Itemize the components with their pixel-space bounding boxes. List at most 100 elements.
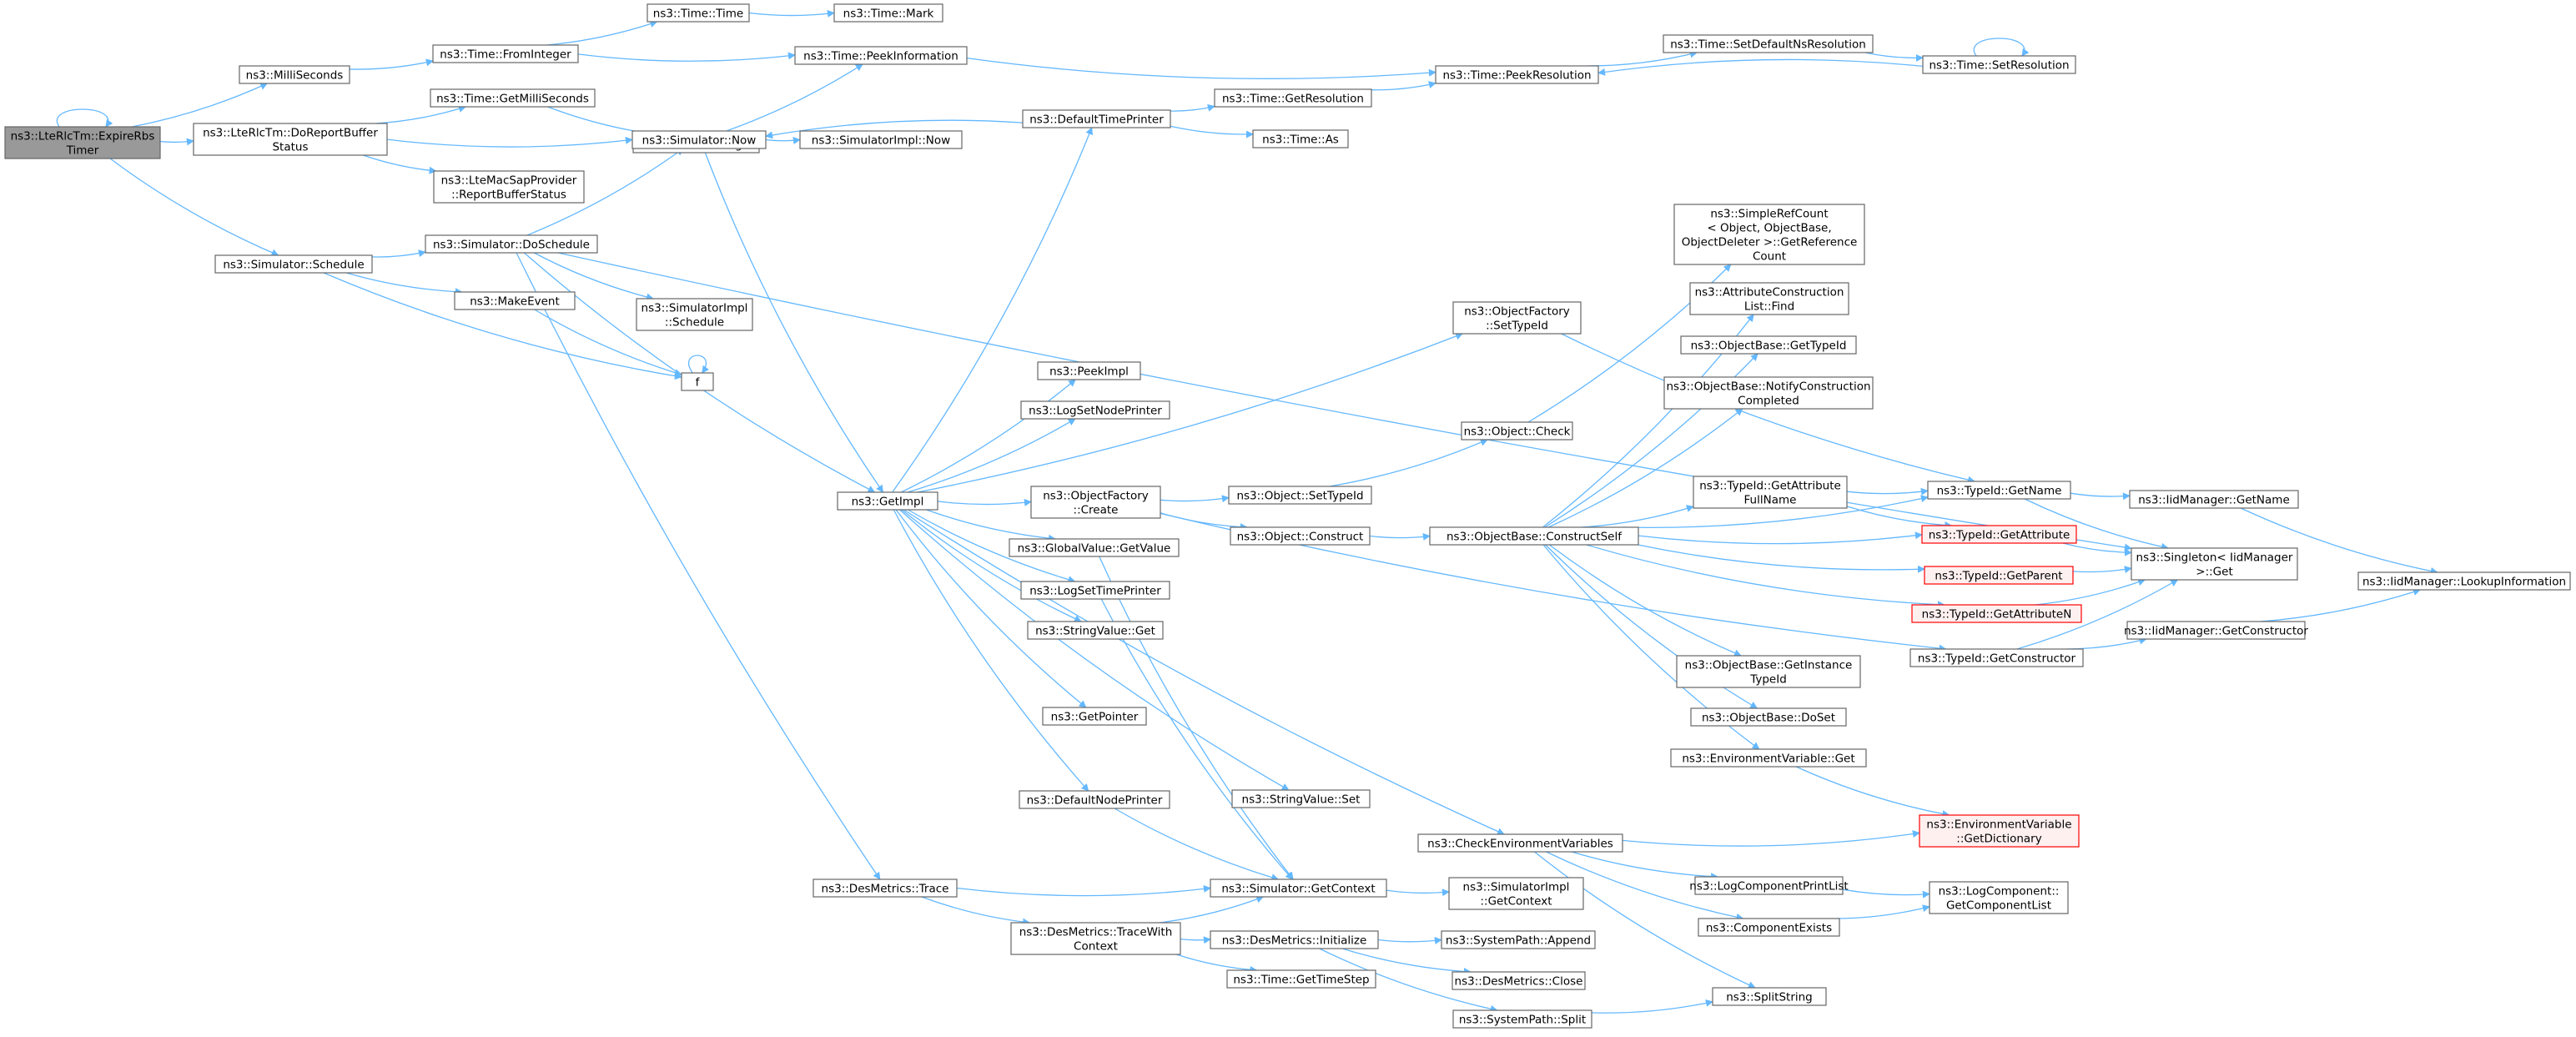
node-label-logsetnode-line-0: ns3::LogSetNodePrinter [1029,405,1162,418]
node-envgetdict[interactable]: ns3::EnvironmentVariable::GetDictionary [1919,814,2080,848]
node-millisec[interactable]: ns3::MilliSeconds [239,65,350,84]
node-simimplnow[interactable]: ns3::SimulatorImpl::Now [799,130,963,149]
node-logcompgetlist[interactable]: ns3::LogComponent::GetComponentList [1929,881,2069,914]
call-edge-setres-to-peekres [1597,58,1924,76]
node-getpointer[interactable]: ns3::GetPointer [1042,707,1147,726]
node-schedule[interactable]: ns3::Simulator::Schedule [214,254,373,274]
node-objsettypeid[interactable]: ns3::Object::SetTypeId [1228,486,1372,505]
node-obnotify[interactable]: ns3::ObjectBase::NotifyConstructionCompl… [1663,376,1874,410]
node-logcompprint[interactable]: ns3::LogComponentPrintList [1689,876,1849,895]
node-label-ofcreate-line-1: ::Create [1074,504,1119,517]
node-defnodeprinter[interactable]: ns3::DefaultNodePrinter [1019,790,1170,809]
node-label-ofcreate-line-0: ns3::ObjectFactory [1043,490,1149,503]
node-box-iidgetname [2129,490,2299,509]
node-compexists[interactable]: ns3::ComponentExists [1698,918,1840,937]
node-simimplgetctx[interactable]: ns3::SimulatorImpl::GetContext [1448,877,1584,910]
node-ofcreate[interactable]: ns3::ObjectFactory::Create [1030,486,1161,519]
node-getimpl[interactable]: ns3::GetImpl [837,491,938,511]
node-simgetctx[interactable]: ns3::Simulator::GetContext [1210,878,1387,898]
node-getmilli[interactable]: ns3::Time::GetMilliSeconds [430,88,596,108]
call-edge-objconstruct-to-obconstructself [1369,532,1431,541]
node-logsettime[interactable]: ns3::LogSetTimePrinter [1020,581,1170,600]
call-edge-desminit-to-syspathsplit [1319,948,1498,1013]
node-syspathsplit[interactable]: ns3::SystemPath::Split [1452,1009,1592,1029]
node-objconstruct[interactable]: ns3::Object::Construct [1230,526,1371,546]
node-label-timeas-line-0: ns3::Time::As [1262,133,1339,147]
node-tidgetparent[interactable]: ns3::TypeId::GetParent [1924,566,2074,585]
node-box-deftimeprinter [1022,109,1171,128]
node-setres[interactable]: ns3::Time::SetResolution [1922,55,2076,74]
node-label-envgetdict-line-1: ::GetDictionary [1956,833,2041,846]
node-tidgetname[interactable]: ns3::TypeId::GetName [1927,481,2071,500]
node-doschedule[interactable]: ns3::Simulator::DoSchedule [425,234,598,254]
node-label-logcompprint-line-0: ns3::LogComponentPrintList [1689,880,1848,894]
node-deftimeprinter[interactable]: ns3::DefaultTimePrinter [1022,109,1171,128]
node-label-defnodeprinter-line-0: ns3::DefaultNodePrinter [1027,794,1163,808]
node-label-obconstructself-line-0: ns3::ObjectBase::ConstructSelf [1446,531,1623,544]
node-desminit[interactable]: ns3::DesMetrics::Initialize [1210,930,1379,949]
node-label-getimpl-line-0: ns3::GetImpl [852,496,924,509]
node-gettimestep[interactable]: ns3::Time::GetTimeStep [1226,969,1376,989]
node-peekinfo[interactable]: ns3::Time::PeekInformation [794,46,968,65]
call-edge-tidgetattrfull-to-tidgetname [1846,487,1929,496]
node-obconstructself[interactable]: ns3::ObjectBase::ConstructSelf [1429,526,1639,546]
node-simnow[interactable]: ns3::Simulator::Now [631,130,767,149]
node-iidlookup[interactable]: ns3::IidManager::LookupInformation [2357,571,2571,591]
node-ofsettypeid[interactable]: ns3::ObjectFactory::SetTypeId [1452,301,1582,335]
node-iidgetname[interactable]: ns3::IidManager::GetName [2129,490,2299,509]
node-box-desminit [1210,930,1379,949]
call-edge-doschedule-to-desmetricstrace [516,252,881,880]
node-box-obgetinsttid [1676,655,1861,688]
node-iidgetconstr[interactable]: ns3::IidManager::GetConstructor [2124,621,2308,640]
node-singleton[interactable]: ns3::Singleton< IidManager>::Get [2131,547,2298,581]
node-label-obgettypeid-line-0: ns3::ObjectBase::GetTypeId [1691,340,1847,353]
node-timetime[interactable]: ns3::Time::Time [647,3,750,23]
node-peekimpl[interactable]: ns3::PeekImpl [1037,361,1141,380]
node-label-svset-line-0: ns3::StringValue::Set [1242,793,1361,807]
call-edge-toint-to-peekinfo [714,63,863,136]
node-label-doreport-line-0: ns3::LteRlcTm::DoReportBuffer [203,127,378,140]
call-edge-checkenv-to-logcompprint [1571,851,1718,881]
node-obgettypeid[interactable]: ns3::ObjectBase::GetTypeId [1680,335,1857,355]
node-ltemacsap[interactable]: ns3::LteMacSapProvider::ReportBufferStat… [433,170,585,204]
node-logsetnode[interactable]: ns3::LogSetNodePrinter [1020,400,1170,420]
node-tidgetconstr[interactable]: ns3::TypeId::GetConstructor [1909,648,2084,667]
node-obdoset[interactable]: ns3::ObjectBase::DoSet [1690,707,1847,727]
node-timemark[interactable]: ns3::Time::Mark [833,3,943,23]
node-svset[interactable]: ns3::StringValue::Set [1231,789,1371,808]
call-edge-doschedule-to-simimplsched [533,252,654,301]
node-desmclose[interactable]: ns3::DesMetrics::Close [1452,971,1586,990]
node-timeas[interactable]: ns3::Time::As [1252,129,1349,149]
node-box-simgetctx [1210,878,1387,898]
node-box-iidgetconstr [2126,621,2306,640]
node-getres[interactable]: ns3::Time::GetResolution [1214,88,1372,108]
node-gvgetvalue[interactable]: ns3::GlobalValue::GetValue [1009,538,1180,557]
node-label-simplerefcount-line-2: ObjectDeleter >::GetReference [1682,236,1858,249]
node-simplerefcount[interactable]: ns3::SimpleRefCount< Object, ObjectBase,… [1673,204,1865,265]
node-splitstring[interactable]: ns3::SplitString [1712,987,1827,1006]
node-objcheck[interactable]: ns3::Object::Check [1461,421,1573,440]
node-tidgetattrn[interactable]: ns3::TypeId::GetAttributeN [1911,604,2082,623]
node-checkenv[interactable]: ns3::CheckEnvironmentVariables [1417,833,1623,853]
node-makeevent[interactable]: ns3::MakeEvent [454,291,576,310]
node-box-simimplsched [636,298,753,331]
node-svget[interactable]: ns3::StringValue::Get [1027,621,1164,640]
node-desmetricstrace[interactable]: ns3::DesMetrics::Trace [813,878,958,898]
node-simimplsched[interactable]: ns3::SimulatorImpl::Schedule [636,298,753,331]
node-fromint[interactable]: ns3::Time::FromInteger [432,44,579,63]
node-box-ltemacsap [433,170,585,204]
node-setdefns[interactable]: ns3::Time::SetDefaultNsResolution [1663,34,1874,53]
node-syspathappend[interactable]: ns3::SystemPath::Append [1441,930,1596,949]
node-envget[interactable]: ns3::EnvironmentVariable::Get [1670,748,1867,768]
node-peekres[interactable]: ns3::Time::PeekResolution [1435,65,1599,84]
node-tidgetattr[interactable]: ns3::TypeId::GetAttribute [1921,525,2077,544]
node-label-simimplgetctx-line-1: ::GetContext [1480,895,1552,909]
node-f[interactable]: f [681,372,714,391]
call-edge-iidgetname-to-iidlookup [2240,507,2438,575]
